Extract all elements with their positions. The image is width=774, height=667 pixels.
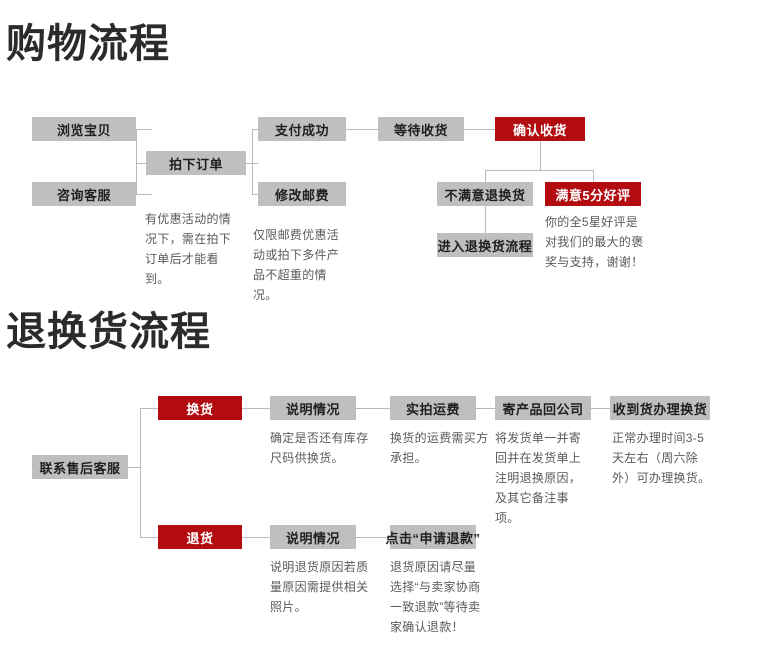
node-refund-click-apply[interactable]: 点击“申请退款” <box>386 525 480 549</box>
connector-split-to-praise <box>593 170 594 182</box>
connector-bracket-to-shipfee <box>252 194 260 195</box>
connector-unsatisfied-to-flow <box>485 206 486 233</box>
connector-confirm-down <box>540 141 541 170</box>
connector-step1-to-step2 <box>356 408 390 409</box>
node-confirm-receipt[interactable]: 确认收货 <box>495 117 585 141</box>
connector-browse-to-bracket <box>136 129 152 130</box>
node-unsatisfied-return[interactable]: 不满意退换货 <box>437 182 533 206</box>
connector-step3-to-step4 <box>591 408 610 409</box>
return-process-title: 退换货流程 <box>6 310 211 354</box>
node-satisfied-five-star[interactable]: 满意5分好评 <box>545 182 641 206</box>
node-modify-shipping-fee[interactable]: 修改邮费 <box>258 182 346 206</box>
caption-refund-explain: 说明退货原因若质量原因需提供相关照片。 <box>270 560 369 614</box>
connector-right-bracket <box>252 129 253 195</box>
connector-step2-to-step3 <box>476 408 495 409</box>
node-exchange-explain[interactable]: 说明情况 <box>270 396 356 420</box>
connector-service-to-bracket <box>128 467 140 468</box>
connector-split-to-unsatisfied <box>485 170 486 182</box>
connector-left-bracket <box>136 129 137 195</box>
connector-bracket-to-paid <box>252 129 260 130</box>
node-exchange-processed[interactable]: 收到货办理换货 <box>610 396 710 420</box>
node-waiting-for-delivery[interactable]: 等待收货 <box>378 117 464 141</box>
caption-place-order: 有优惠活动的情况下，需在拍下订单后才能看到。 <box>145 212 232 286</box>
node-exchange-send-back[interactable]: 寄产品回公司 <box>495 396 591 420</box>
node-payment-success[interactable]: 支付成功 <box>258 117 346 141</box>
caption-refund-apply: 退货原因请尽量选择“与卖家协商一致退款”等待卖家确认退款！ <box>390 560 481 634</box>
caption-exchange-send-back: 将发货单一并寄回并在发货单上注明退换原因，及其它备注事项。 <box>495 431 582 525</box>
connector-return-bracket <box>140 408 141 537</box>
connector-confirm-split <box>485 170 593 171</box>
node-enter-return-flow[interactable]: 进入退换货流程 <box>437 233 533 257</box>
caption-modify-shipping-fee: 仅限邮费优惠活动或拍下多件产品不超重的情况。 <box>253 228 340 302</box>
connector-refund-step1-to-step2 <box>356 537 390 538</box>
shopping-process-title: 购物流程 <box>6 22 170 66</box>
caption-praise: 你的全5星好评是对我们的最大的褒奖与支持，谢谢！ <box>545 215 644 269</box>
connector-bracket-to-exchange <box>140 408 158 409</box>
node-exchange[interactable]: 换货 <box>158 396 242 420</box>
connector-exchange-to-step1 <box>242 408 270 409</box>
node-contact-after-sales[interactable]: 联系售后客服 <box>32 455 128 479</box>
node-refund[interactable]: 退货 <box>158 525 242 549</box>
node-consult-service[interactable]: 咨询客服 <box>32 182 136 206</box>
connector-paid-to-waiting <box>346 129 378 130</box>
node-browse-product[interactable]: 浏览宝贝 <box>32 117 136 141</box>
connector-waiting-to-confirm <box>464 129 495 130</box>
caption-exchange-explain: 确定是否还有库存尺码供换货。 <box>270 431 369 465</box>
node-refund-explain[interactable]: 说明情况 <box>270 525 356 549</box>
node-exchange-shipping-photo[interactable]: 实拍运费 <box>390 396 476 420</box>
caption-exchange-shipping: 换货的运费需买方承担。 <box>390 431 489 465</box>
node-place-order[interactable]: 拍下订单 <box>146 151 246 175</box>
connector-consult-to-bracket <box>136 194 152 195</box>
caption-exchange-processed: 正常办理时间3-5天左右（周六除外）可办理换货。 <box>612 431 711 485</box>
connector-refund-to-step1 <box>242 537 270 538</box>
connector-bracket-to-refund <box>140 537 158 538</box>
connector-bracket-to-order <box>136 163 146 164</box>
